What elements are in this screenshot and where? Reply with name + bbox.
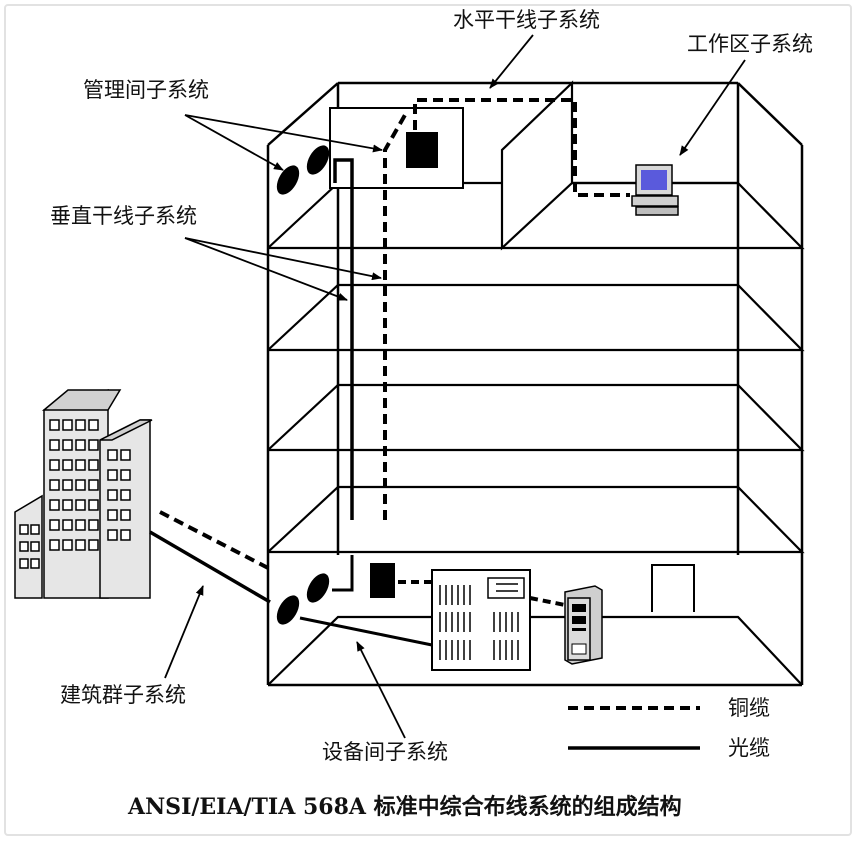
floor-slab-3 <box>267 383 805 452</box>
label-horizontal-subsystem: 水平干线子系统 <box>453 8 600 32</box>
campus-copper-cable <box>159 510 273 572</box>
label-equipment-room-subsystem: 设备间子系统 <box>322 740 448 764</box>
equipment-fiber-cable <box>332 555 354 592</box>
work-area-room <box>500 80 738 251</box>
floor-slab-2 <box>267 283 805 352</box>
vertical-copper-cable <box>383 114 407 520</box>
label-campus-subsystem: 建筑群子系统 <box>60 683 186 707</box>
floor-slab-4 <box>267 485 805 554</box>
label-vertical-subsystem: 垂直干线子系统 <box>50 204 197 228</box>
workstation-icon <box>631 164 679 216</box>
legend-copper-label: 铜缆 <box>728 696 770 720</box>
ground-fiber-run <box>299 616 433 647</box>
label-work-area-subsystem: 工作区子系统 <box>687 32 813 56</box>
vertical-fiber-cable <box>333 158 354 520</box>
door <box>651 564 695 612</box>
server-icon <box>564 585 603 665</box>
wall-outlet-icon <box>276 165 300 195</box>
wall-outlet-icon <box>276 595 300 625</box>
administration-panel <box>329 107 464 189</box>
figure-caption: ANSI/EIA/TIA 568A 标准中综合布线系统的组成结构 <box>128 794 682 820</box>
horizontal-copper-cable <box>413 98 630 197</box>
patch-panel <box>406 132 438 168</box>
wall-outlet-icon <box>306 573 330 603</box>
wall-outlet-icon <box>306 145 330 175</box>
campus-fiber-cable <box>149 530 271 604</box>
server-copper-link <box>529 596 566 607</box>
ground-floor <box>267 615 803 686</box>
equipment-rack-icon <box>431 569 531 671</box>
equipment-patch-panel <box>370 563 395 598</box>
campus-buildings-icon <box>14 388 153 599</box>
legend-fiber-label: 光缆 <box>728 736 770 760</box>
image-border <box>4 4 852 836</box>
label-administration-subsystem: 管理间子系统 <box>83 78 209 102</box>
pointer-arrows <box>164 34 746 739</box>
